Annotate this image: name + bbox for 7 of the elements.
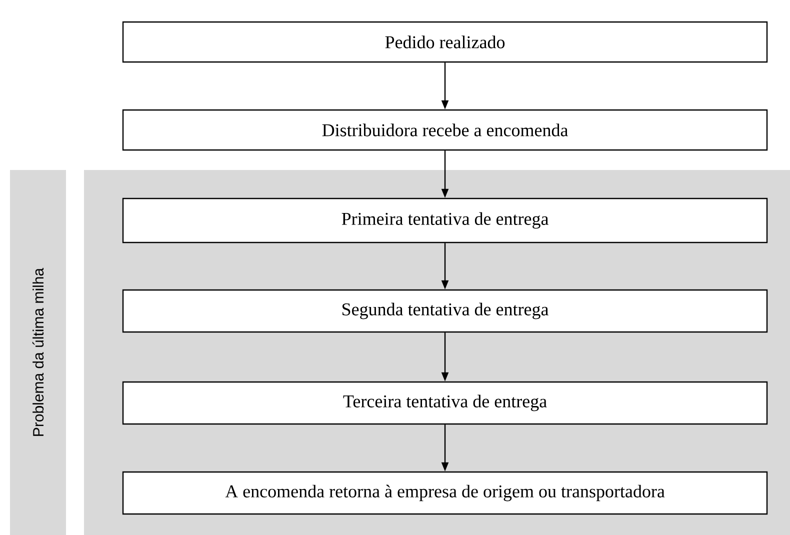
- process-box: Segunda tentativa de entrega: [122, 289, 768, 333]
- process-box: Primeira tentativa de entrega: [122, 198, 768, 244]
- process-box: Pedido realizado: [122, 21, 768, 63]
- process-box: Distribuidora recebe a encomenda: [122, 109, 768, 151]
- process-box: A encomenda retorna à empresa de origem ou transportadora: [122, 471, 768, 515]
- process-box: Terceira tentativa de entrega: [122, 381, 768, 425]
- side-band: Problema da última milha: [10, 170, 66, 535]
